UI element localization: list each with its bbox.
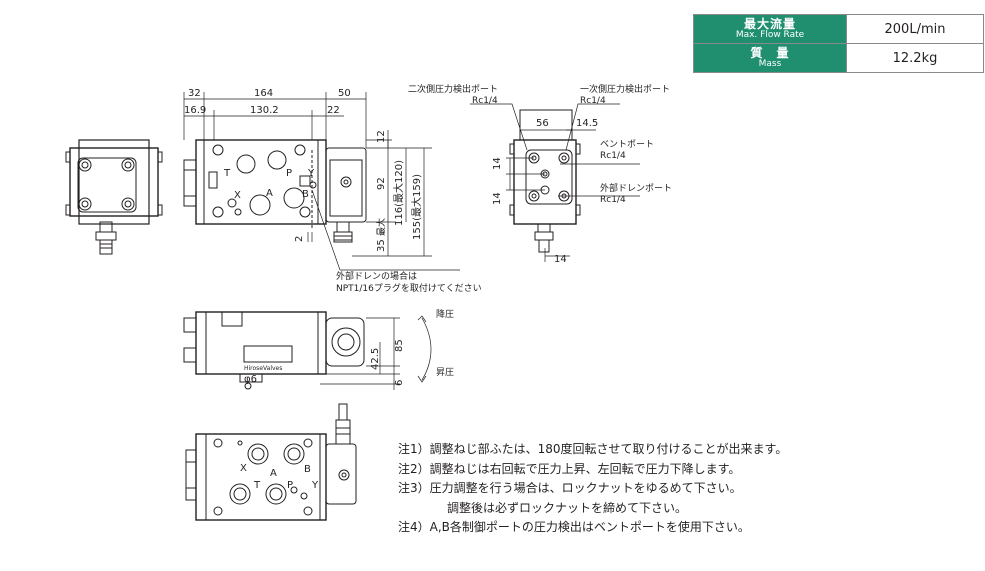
spec-row-flow: 最大流量 Max. Flow Rate 200L/min bbox=[693, 14, 984, 44]
spec-label-flow-jp: 最大流量 bbox=[743, 16, 796, 31]
dim-12: 12 bbox=[376, 130, 387, 143]
dim-85: 85 bbox=[394, 339, 405, 352]
port-label-y: Y bbox=[307, 168, 315, 179]
dim-6: 6 bbox=[394, 380, 405, 386]
port-label-a: A bbox=[266, 188, 273, 199]
bottom-port-label-t: T bbox=[253, 480, 261, 491]
spec-label-mass-en: Mass bbox=[758, 58, 782, 69]
right-end-view bbox=[509, 109, 581, 253]
dim-92: 92 bbox=[376, 177, 387, 190]
dim-14-a: 14 bbox=[492, 157, 503, 170]
top-dimensions bbox=[320, 315, 432, 390]
top-view bbox=[183, 311, 365, 390]
note-2: 注2）調整ねじは右回転で圧力上昇、左回転で圧力下降します。 bbox=[398, 461, 741, 476]
primary-port-label: 一次側圧力検出ポート bbox=[580, 83, 670, 95]
port-label-p: P bbox=[286, 168, 292, 179]
bottom-port-label-x: X bbox=[240, 463, 247, 474]
front-view bbox=[183, 139, 367, 243]
dim-14-b: 14 bbox=[492, 192, 503, 205]
right-end-dimensions bbox=[470, 103, 640, 262]
spec-row-mass: 質 量 Mass 12.2kg bbox=[693, 43, 984, 73]
dim-14-5: 14.5 bbox=[576, 118, 598, 129]
dim-155: 155(最大159) bbox=[410, 174, 423, 240]
bottom-port-label-y: Y bbox=[311, 480, 319, 491]
dim-50: 50 bbox=[338, 88, 351, 99]
dim-22: 22 bbox=[327, 105, 340, 116]
note-1: 注1）調整ねじ部ふたは、180度回転させて取り付けることが出来ます。 bbox=[398, 442, 788, 456]
primary-port-size: Rc1/4 bbox=[580, 96, 606, 106]
bottom-view bbox=[185, 403, 357, 521]
dim-32: 32 bbox=[188, 88, 201, 99]
secondary-port-label: 二次側圧力検出ポート bbox=[408, 83, 498, 95]
spec-label-mass: 質 量 Mass bbox=[693, 43, 847, 73]
dim-2: 2 bbox=[294, 236, 305, 242]
secondary-port-size: Rc1/4 bbox=[472, 96, 498, 106]
spec-label-flow: 最大流量 Max. Flow Rate bbox=[693, 14, 847, 44]
dim-max: 最大 bbox=[375, 218, 387, 236]
note-4: 注4）A,B各制御ポートの圧力検出はベントポートを使用下さい。 bbox=[398, 520, 750, 534]
ext-drain-note-2: NPT1/16プラグを取付けてください bbox=[336, 282, 482, 294]
dim-116: 116(最大120) bbox=[392, 160, 405, 226]
bottom-port-label-b: B bbox=[304, 464, 311, 475]
drain-port-label: 外部ドレンポート bbox=[600, 182, 672, 194]
port-label-b: B bbox=[302, 189, 309, 200]
notes: 注1）調整ねじ部ふたは、180度回転させて取り付けることが出来ます。 注2）調整… bbox=[398, 440, 787, 538]
vent-port-label: ベントポート bbox=[600, 139, 654, 150]
spec-label-mass-jp: 質 量 bbox=[750, 45, 790, 60]
spec-label-flow-en: Max. Flow Rate bbox=[735, 29, 805, 40]
dim-164: 164 bbox=[254, 88, 273, 99]
dim-130-2: 130.2 bbox=[250, 105, 279, 116]
vent-port-size: Rc1/4 bbox=[600, 151, 626, 161]
dim-16-9: 16.9 bbox=[184, 105, 206, 116]
spec-table: 最大流量 Max. Flow Rate 200L/min 質 量 Mass 12… bbox=[693, 14, 984, 73]
left-side-view bbox=[65, 139, 163, 255]
nameplate-text: HiroseValves bbox=[244, 365, 282, 372]
note-3-continued: 調整後は必ずロックナットを締めて下さい。 bbox=[447, 500, 688, 515]
note-3: 注3）圧力調整を行う場合は、ロックナットをゆるめて下さい。 bbox=[398, 481, 742, 495]
pressure-down-label: 降圧 bbox=[436, 308, 454, 320]
spec-value-mass: 12.2kg bbox=[846, 43, 984, 73]
bottom-port-label-p: P bbox=[287, 480, 293, 491]
dim-56: 56 bbox=[536, 118, 549, 129]
ext-drain-note-1: 外部ドレンの場合は bbox=[336, 270, 417, 282]
port-label-x: X bbox=[234, 190, 241, 201]
port-label-t: T bbox=[223, 168, 231, 179]
pressure-up-label: 昇圧 bbox=[436, 367, 454, 378]
dim-42-5: 42.5 bbox=[370, 348, 381, 370]
dim-phi6: φ6 bbox=[244, 374, 257, 385]
dim-14-c: 14 bbox=[554, 254, 567, 265]
front-dimensions bbox=[183, 92, 460, 271]
bottom-port-label-a: A bbox=[270, 468, 277, 479]
drain-port-size: Rc1/4 bbox=[600, 195, 626, 205]
dim-35: 35 bbox=[376, 239, 387, 252]
